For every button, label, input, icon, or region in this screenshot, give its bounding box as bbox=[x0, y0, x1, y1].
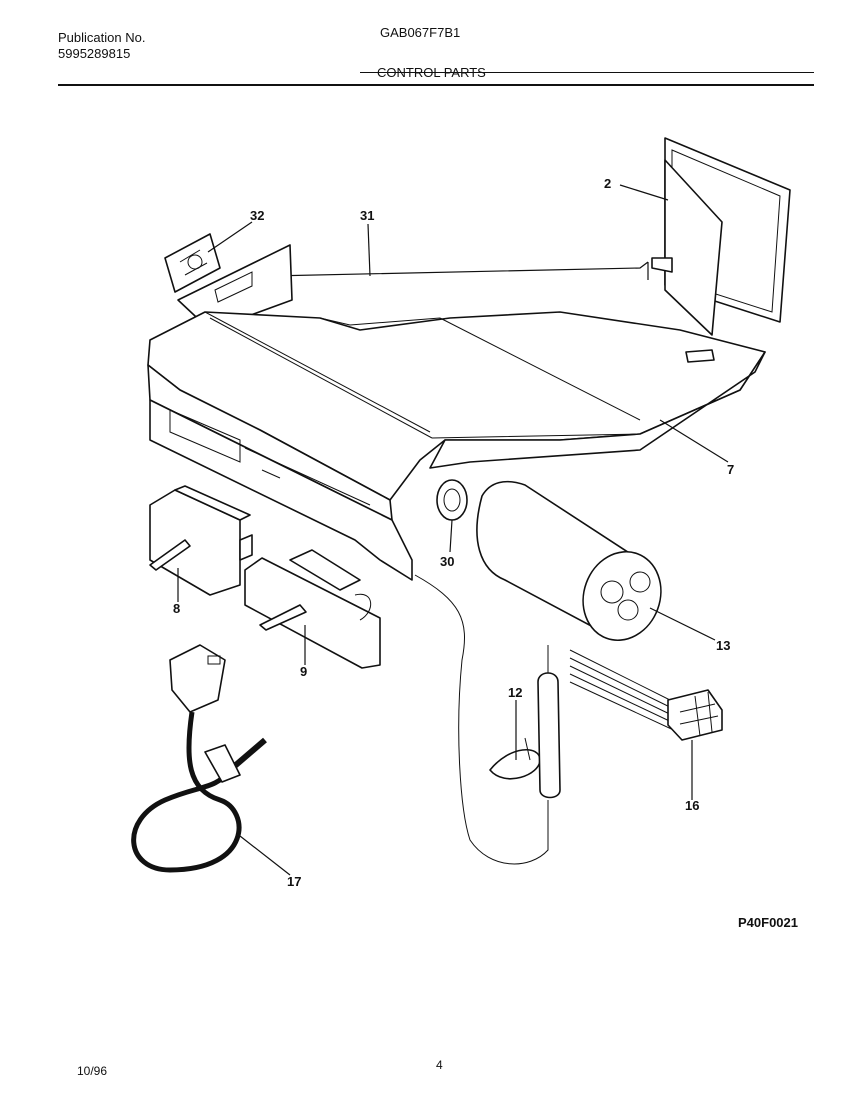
part-16-wire-harness bbox=[569, 649, 723, 741]
part-2-filter bbox=[651, 137, 791, 336]
part-8-selector-switch bbox=[149, 485, 253, 596]
part-32-switch-plate bbox=[164, 233, 221, 293]
model-number: GAB067F7B1 bbox=[380, 25, 461, 40]
callout-9: 9 bbox=[300, 664, 307, 679]
callout-12: 12 bbox=[508, 685, 522, 700]
part-30-washer bbox=[436, 479, 468, 521]
callout-8: 8 bbox=[173, 601, 180, 616]
sensor-bulb bbox=[414, 574, 561, 865]
callout-7: 7 bbox=[727, 462, 734, 477]
callout-13: 13 bbox=[716, 638, 730, 653]
figure-id: P40F0021 bbox=[738, 915, 798, 930]
callout-30: 30 bbox=[440, 554, 454, 569]
publication-number: 5995289815 bbox=[58, 46, 131, 61]
header-rule-short bbox=[360, 72, 814, 73]
part-31-wire bbox=[265, 261, 649, 296]
part-9-thermostat bbox=[244, 549, 381, 669]
part-7-control-panel bbox=[147, 244, 766, 581]
header-rule bbox=[58, 84, 814, 86]
part-17-power-cord bbox=[131, 644, 267, 873]
callout-2: 2 bbox=[604, 176, 611, 191]
callout-31: 31 bbox=[360, 208, 374, 223]
callout-32: 32 bbox=[250, 208, 264, 223]
callout-17: 17 bbox=[287, 874, 301, 889]
part-13-capacitor bbox=[476, 480, 662, 642]
leader-lines bbox=[177, 184, 729, 876]
part-12-sensor-clip bbox=[489, 737, 541, 780]
callout-16: 16 bbox=[685, 798, 699, 813]
publication-label: Publication No. bbox=[58, 30, 146, 45]
revision-date: 10/96 bbox=[77, 1064, 108, 1078]
page-number: 4 bbox=[436, 1058, 443, 1072]
